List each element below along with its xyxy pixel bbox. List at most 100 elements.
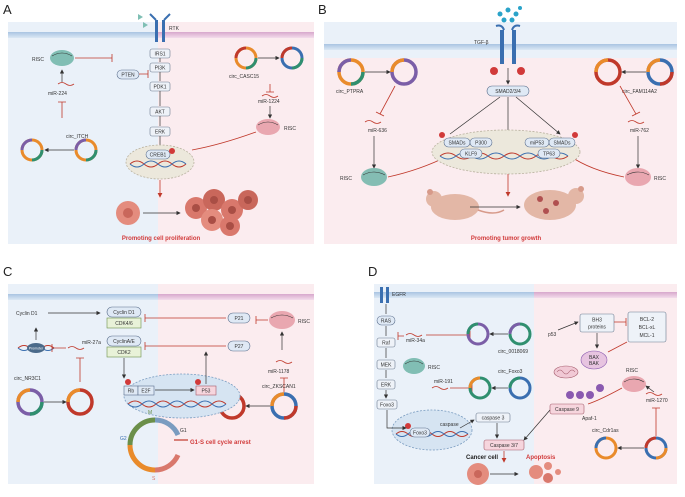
b-outcome: Promoting tumor growth [471, 236, 542, 242]
d-caspase-nuc: caspase [440, 422, 459, 428]
d-bh3-proteins: BH3 proteins [579, 313, 615, 333]
d-risc-left [403, 358, 425, 374]
circ-cdr1as-label: circ_Cdr1as [592, 428, 619, 434]
d-chain-erk: ERK [376, 379, 396, 390]
c-cdk46: CDK4/6 [106, 317, 142, 329]
svg-text:proteins: proteins [588, 325, 606, 331]
svg-text:Cyclin D1: Cyclin D1 [113, 310, 135, 316]
b-risc-right [625, 168, 651, 186]
d-mir191-label: miR-191 [434, 379, 453, 385]
panel-b-label: B [318, 2, 327, 17]
circ-casc15-label: circ_CASC15 [229, 74, 259, 80]
d-caspase37: Caspase 3/7 [483, 439, 525, 451]
d-chain-foxo3: Foxo3 [376, 399, 398, 410]
c-nucleus [123, 373, 241, 419]
a-risc-left-label: RISC [32, 57, 44, 63]
svg-text:caspase 3: caspase 3 [482, 416, 505, 422]
a-mir1224-label: miR-1224 [258, 99, 280, 105]
b-risc-left-label: RISC [340, 176, 352, 182]
svg-text:CyclinA/E: CyclinA/E [113, 339, 135, 345]
d-bcl-family: BCL-2 BCL-xL MCL-1 [627, 311, 667, 343]
d-apoptosis-label: Apoptosis [526, 455, 556, 461]
d-foxo3-nuc: Foxo3 [413, 431, 427, 437]
svg-text:Caspase 9: Caspase 9 [555, 407, 579, 413]
a-risc-right [256, 119, 280, 135]
svg-text:ERK: ERK [381, 383, 392, 389]
b-right-complex: miP53 SMADs TP63 [524, 132, 578, 159]
svg-text:BCL-xL: BCL-xL [639, 325, 656, 331]
circ-ptpra [337, 58, 365, 86]
c-cyclin-ae: CyclinA/E [106, 335, 142, 347]
svg-text:P27: P27 [235, 344, 244, 350]
circ-cdr1as-2 [644, 436, 668, 460]
circ-cdr1as [594, 436, 618, 460]
panel-d: D EGFR RAS Raf MEK ERK Foxo3 miR-34a [368, 264, 677, 485]
circ-casc15 [234, 46, 258, 70]
panel-c-label: C [3, 264, 12, 279]
circ-nr3c1-2 [66, 388, 94, 416]
d-mitochondrion [553, 365, 579, 379]
circ-fam114a2-label: circ_FAM114A2 [622, 89, 657, 95]
b-risc-left [361, 168, 387, 186]
tgfb-ligand [497, 6, 522, 23]
c-risc-label: RISC [298, 319, 310, 325]
tgfb-label: TGF-β [474, 40, 489, 46]
circ-foxo3-2 [508, 376, 532, 400]
svg-text:BCL-2: BCL-2 [640, 317, 654, 323]
phase-g1: G1 [180, 428, 187, 434]
a-single-cell [116, 201, 140, 225]
circ-zkscan1-label: circ_ZKSCAN1 [262, 384, 296, 390]
a-chain-pdk1: PDK1 [149, 81, 171, 92]
c-cyclin-d1: Cyclin D1 [106, 306, 142, 318]
c-cyclin-d1-left: Cyclin D1 [16, 311, 38, 317]
circ-0018069-2 [508, 322, 532, 346]
svg-text:ERK: ERK [155, 130, 166, 136]
d-cancer-cell [467, 463, 489, 485]
rtk-label: RTK [169, 26, 180, 32]
b-risc-right-label: RISC [654, 176, 666, 182]
c-promoter-dna: Promoter [17, 343, 55, 353]
c-p27: P27 [227, 340, 251, 352]
b-mouse-right [524, 186, 584, 220]
svg-text:Foxo3: Foxo3 [380, 403, 394, 409]
svg-text:CDK4/6: CDK4/6 [115, 321, 133, 327]
svg-text:AKT: AKT [155, 110, 165, 116]
svg-text:Promoter: Promoter [29, 347, 44, 351]
a-chain-irs1: IRS1 [149, 48, 171, 59]
panel-a: A RTK IRS1 PI3K PDK1 AKT ERK [3, 2, 314, 244]
c-e2f: E2F [141, 389, 150, 395]
smad234-node: SMAD2/3/4 [486, 85, 530, 97]
svg-text:MEK: MEK [381, 363, 393, 369]
a-cell-cluster [185, 189, 258, 236]
svg-text:PTEN: PTEN [121, 73, 135, 79]
c-p53: P53 [202, 389, 211, 395]
svg-text:BAX: BAX [589, 355, 600, 361]
svg-text:miP53: miP53 [530, 141, 544, 147]
panel-d-label: D [368, 264, 377, 279]
a-nucleus [125, 144, 195, 180]
svg-text:TP63: TP63 [543, 152, 555, 158]
svg-text:P21: P21 [235, 316, 244, 322]
circ-itch [20, 138, 44, 162]
d-mir1270-label: miR-1270 [646, 398, 668, 404]
d-cancer-cell-label: Cancer cell [466, 455, 498, 461]
d-chain-ras: RAS [376, 315, 396, 326]
svg-text:MCL-1: MCL-1 [639, 333, 654, 339]
svg-text:P300: P300 [475, 141, 487, 147]
svg-text:RAS: RAS [381, 319, 392, 325]
c-mir27a-label: miR-27a [82, 340, 101, 346]
a-outcome: Promoting cell proliferation [122, 236, 201, 242]
pten-node: PTEN [116, 69, 140, 80]
panel-b: B TGF-β SMAD2/3/4 [318, 2, 677, 244]
svg-text:SMADs: SMADs [554, 141, 571, 147]
c-mir1178-label: miR-1178 [268, 369, 290, 375]
b-left-complex: SMADs P300 KLF9 [439, 132, 493, 159]
c-p21: P21 [227, 312, 251, 324]
panel-a-label: A [3, 2, 12, 17]
svg-text:BAK: BAK [589, 361, 600, 367]
circ-ptpra-label: circ_PTPRA [336, 89, 364, 95]
circ-nr3c1-label: circ_NR3C1 [14, 376, 41, 382]
svg-text:CDK2: CDK2 [117, 350, 131, 356]
circ-foxo3-label: circ_Foxo3 [498, 369, 523, 375]
